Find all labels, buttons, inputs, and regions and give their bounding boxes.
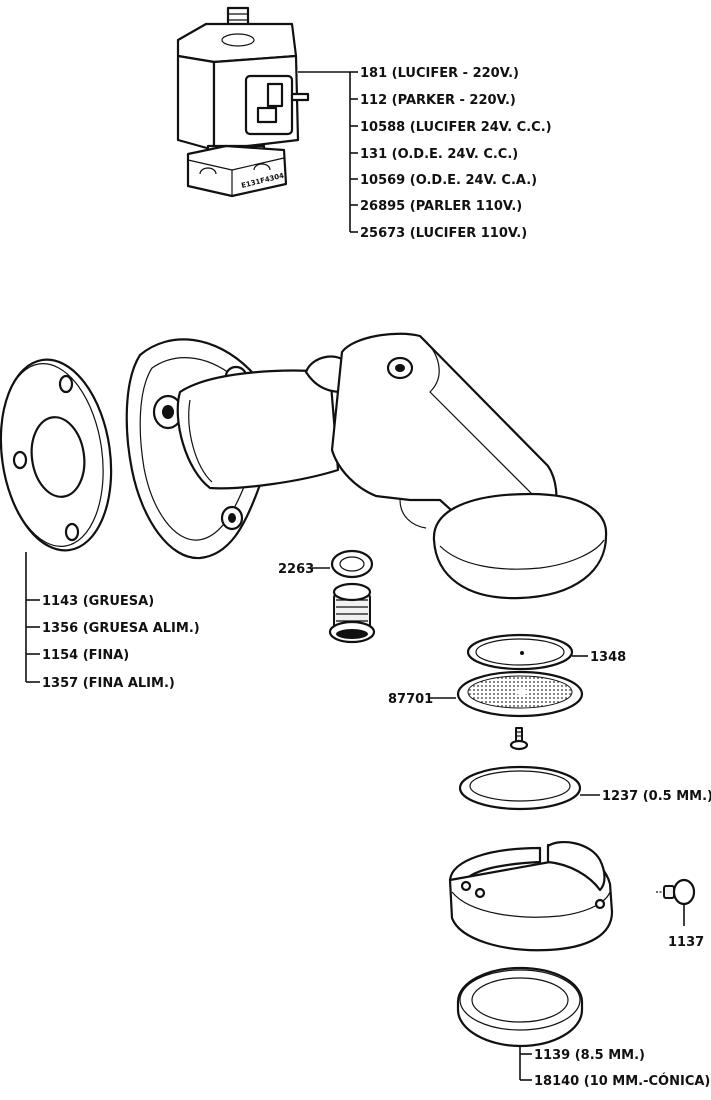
- callout-131: 131 (O.D.E. 24V. C.C.): [360, 147, 518, 162]
- holder-ring-illustration: [448, 840, 614, 952]
- callout-1348: 1348: [590, 650, 626, 665]
- flat-gasket-illustration: [0, 358, 113, 552]
- callout-1356: 1356 (GRUESA ALIM.): [42, 621, 200, 636]
- solenoid-leader-lines: [298, 71, 358, 233]
- solenoid-valve-illustration: E131F4304: [176, 6, 310, 198]
- gasket-callouts: 1143 (GRUESA) 1356 (GRUESA ALIM.) 1154 (…: [42, 594, 200, 691]
- pin-screw-illustration: [656, 878, 696, 906]
- callout-1139: 1139 (8.5 MM.): [534, 1048, 645, 1063]
- callout-1357: 1357 (FINA ALIM.): [42, 676, 175, 691]
- bottom-gasket-leader-lines: [519, 1046, 532, 1081]
- spacer-ring-illustration: [458, 765, 582, 811]
- plug-filter-illustration: [328, 582, 376, 644]
- shower-gasket-illustration: [466, 633, 574, 671]
- callout-1154: 1154 (FINA): [42, 648, 129, 663]
- callout-1143: 1143 (GRUESA): [42, 594, 154, 609]
- callout-18140: 18140 (10 MM.-CÓNICA): [534, 1073, 710, 1089]
- screw-illustration: [509, 727, 529, 751]
- bottom-gasket-illustration: [456, 966, 584, 1048]
- solenoid-callouts: 181 (LUCIFER - 220V.) 112 (PARKER - 220V…: [360, 66, 552, 241]
- callout-87701: 87701: [388, 692, 433, 707]
- callout-2263: 2263: [278, 562, 314, 577]
- callout-181: 181 (LUCIFER - 220V.): [360, 66, 519, 81]
- callout-10588: 10588 (LUCIFER 24V. C.C.): [360, 120, 552, 135]
- callout-1137: 1137: [668, 935, 704, 950]
- group-head-illustration: [125, 332, 608, 600]
- callout-1237: 1237 (0.5 MM.): [602, 789, 711, 804]
- gasket-leader-lines: [25, 552, 40, 683]
- shower-screen-illustration: [456, 670, 584, 718]
- callout-25673: 25673 (LUCIFER 110V.): [360, 226, 527, 241]
- callout-26895: 26895 (PARLER 110V.): [360, 199, 522, 214]
- callout-10569: 10569 (O.D.E. 24V. C.A.): [360, 173, 537, 188]
- small-ring-illustration: [330, 549, 374, 579]
- callout-112: 112 (PARKER - 220V.): [360, 93, 516, 108]
